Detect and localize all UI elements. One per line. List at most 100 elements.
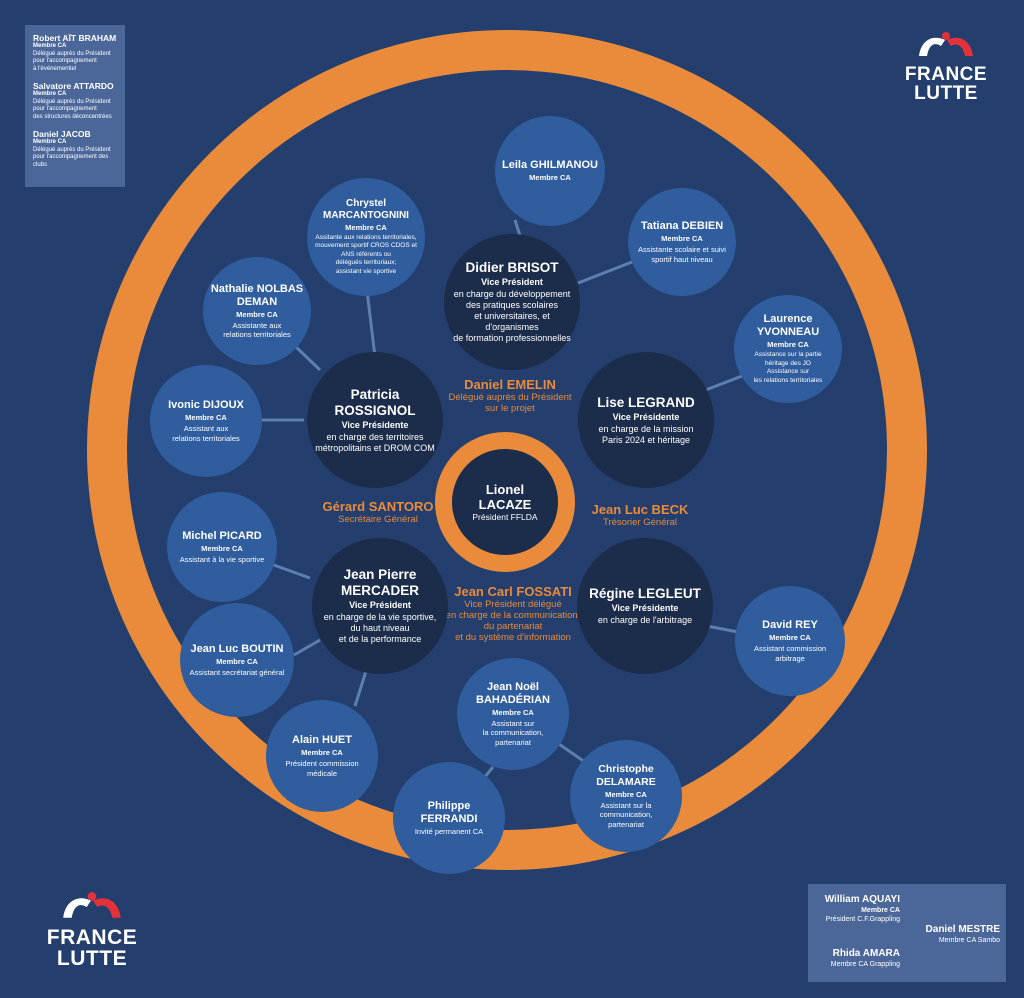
mestre-entry: Daniel MESTRE Membre CA Sambo bbox=[912, 924, 1000, 945]
node-nolbas: Nathalie NOLBAS DEMAN Membre CA Assistan… bbox=[203, 257, 311, 365]
delegate-name: Salvatore ATTARDO bbox=[33, 81, 114, 91]
ghilmanou-role: Membre CA bbox=[529, 173, 571, 182]
node-debien: Tatiana DEBIEN Membre CA Assistante scol… bbox=[628, 188, 736, 296]
delegate-entry: Daniel JACOB Membre CA Délégué auprès du… bbox=[33, 129, 117, 169]
nolbas-role: Membre CA bbox=[236, 309, 278, 319]
nolbas-name: Nathalie NOLBAS DEMAN bbox=[210, 282, 304, 308]
debien-desc: Assistante scolaire et suivi sportif hau… bbox=[638, 245, 726, 264]
connector-rossignol-nolbas bbox=[292, 343, 322, 372]
ferrandi-desc: Invité permanent CA bbox=[414, 826, 484, 836]
bahaderian-desc: Assistant sur la communication, partenar… bbox=[482, 718, 544, 747]
boutin-name: Jean Luc BOUTIN bbox=[190, 642, 284, 655]
bahaderian-role: Membre CA bbox=[492, 707, 534, 717]
aquayi-role: Membre CA bbox=[861, 907, 900, 914]
node-rossignol: Patricia ROSSIGNOL Vice Présidente en ch… bbox=[307, 352, 443, 488]
boutin-desc: Assistant secrétariat général bbox=[189, 667, 285, 677]
president-role: Président FFLDA bbox=[472, 511, 538, 522]
legrand-name: Lise LEGRAND bbox=[597, 394, 695, 410]
legleut-desc: en charge de l'arbitrage bbox=[597, 615, 693, 625]
emelin-name: Daniel EMELIN bbox=[464, 377, 556, 392]
mercader-desc: en charge de la vie sportive, du haut ni… bbox=[323, 612, 437, 644]
huet-role: Membre CA bbox=[301, 748, 343, 757]
node-legleut: Régine LEGLEUT Vice Présidente en charge… bbox=[577, 538, 713, 674]
label-emelin: Daniel EMELIN Délégué auprès du Présiden… bbox=[432, 377, 588, 414]
delegate-desc: Délégué auprès du Président pour l'accom… bbox=[33, 146, 111, 168]
delegate-name: Robert AÏT BRAHAM bbox=[33, 33, 117, 43]
legrand-desc: en charge de la mission Paris 2024 et hé… bbox=[598, 423, 694, 445]
beck-name: Jean Luc BECK bbox=[591, 502, 689, 517]
bahaderian-name: Jean Noël BAHADÉRIAN bbox=[476, 680, 550, 706]
legleut-name: Régine LEGLEUT bbox=[589, 586, 701, 601]
delegate-desc: Délégué auprès du Président pour l'accom… bbox=[33, 98, 112, 120]
delamare-name: Christophe DELAMARE bbox=[596, 762, 656, 788]
label-beck: Jean Luc BECK Trésorier Général bbox=[590, 502, 690, 528]
connector-mercader-huet bbox=[353, 667, 369, 707]
debien-name: Tatiana DEBIEN bbox=[640, 220, 724, 232]
center-core bbox=[452, 449, 558, 555]
label-santoro: Gérard SANTORO Secrétaire Général bbox=[318, 499, 438, 525]
specialties-box: William AQUAYI Membre CA Président C.F.G… bbox=[808, 884, 1006, 982]
wrestlers-icon bbox=[919, 32, 973, 56]
marcantognini-name: Chrystel MARCANTOGNINI bbox=[323, 197, 409, 221]
mestre-name: Daniel MESTRE bbox=[925, 924, 1000, 935]
dijoux-desc: Assistant aux relations territoriales bbox=[172, 424, 240, 443]
france-lutte-logo-bottom: FRANCE LUTTE bbox=[42, 890, 142, 969]
label-fossati: Jean Carl FOSSATI Vice Président délégué… bbox=[438, 584, 588, 643]
logo-word-lutte: LUTTE bbox=[914, 83, 978, 104]
node-yvonneau: Laurence YVONNEAU Membre CA Assistance s… bbox=[734, 295, 842, 403]
legrand-role: Vice Présidente bbox=[612, 411, 680, 422]
mercader-name: Jean Pierre MERCADER bbox=[340, 567, 419, 598]
logo-word-lutte: LUTTE bbox=[56, 947, 128, 970]
yvonneau-name: Laurence YVONNEAU bbox=[756, 313, 820, 338]
aquayi-name: William AQUAYI bbox=[824, 894, 900, 905]
brisot-desc: en charge du développement des pratiques… bbox=[453, 289, 571, 343]
fossati-name: Jean Carl FOSSATI bbox=[454, 584, 572, 599]
node-huet: Alain HUET Membre CA Président commissio… bbox=[266, 700, 378, 812]
mercader-role: Vice Président bbox=[349, 600, 411, 610]
picard-name: Michel PICARD bbox=[182, 529, 262, 542]
santoro-name: Gérard SANTORO bbox=[322, 499, 434, 514]
santoro-role: Secrétaire Général bbox=[338, 514, 418, 525]
amara-desc: Membre CA Grappling bbox=[830, 961, 900, 968]
connector-mercader-boutin bbox=[293, 638, 321, 657]
node-boutin: Jean Luc BOUTIN Membre CA Assistant secr… bbox=[180, 603, 294, 717]
connector-legrand-yvonneau bbox=[702, 374, 743, 393]
logo-word-france: FRANCE bbox=[904, 64, 988, 85]
node-president: Lionel LACAZE Président FFLDA bbox=[452, 449, 558, 555]
connector-bahaderian-delamare bbox=[555, 740, 586, 764]
beck-role: Trésorier Général bbox=[602, 517, 678, 528]
picard-role: Membre CA bbox=[201, 543, 243, 553]
rossignol-name: Patricia ROSSIGNOL bbox=[334, 386, 416, 418]
brisot-name: Didier BRISOT bbox=[465, 260, 559, 275]
fossati-role: Vice Président délégué en charge de la c… bbox=[445, 599, 581, 643]
ghilmanou-name: Leila GHILMANOU bbox=[502, 159, 598, 171]
rossignol-role: Vice Présidente bbox=[341, 419, 409, 430]
marcantognini-role: Membre CA bbox=[345, 222, 387, 232]
president-name: Lionel LACAZE bbox=[478, 481, 532, 512]
logo-word-france: FRANCE bbox=[46, 926, 138, 949]
dijoux-name: Ivonic DIJOUX bbox=[168, 399, 244, 411]
aquayi-desc: Président C.F.Grappling bbox=[825, 916, 900, 923]
rey-role: Membre CA bbox=[769, 633, 811, 642]
node-picard: Michel PICARD Membre CA Assistant à la v… bbox=[167, 492, 277, 602]
boutin-role: Membre CA bbox=[216, 656, 258, 666]
brisot-role: Vice Président bbox=[481, 277, 543, 287]
node-rey: David REY Membre CA Assistant commission… bbox=[735, 586, 845, 696]
node-mercader: Jean Pierre MERCADER Vice Président en c… bbox=[312, 538, 448, 674]
dijoux-role: Membre CA bbox=[185, 413, 227, 422]
aquayi-entry: William AQUAYI Membre CA Président C.F.G… bbox=[812, 894, 900, 924]
yvonneau-desc: Assistance sur la partie héritage des JO… bbox=[753, 351, 823, 384]
wrestlers-icon bbox=[63, 892, 121, 918]
node-legrand: Lise LEGRAND Vice Présidente en charge d… bbox=[578, 352, 714, 488]
rossignol-desc: en charge des territoires métropolitains… bbox=[315, 431, 435, 453]
debien-role: Membre CA bbox=[661, 234, 703, 243]
connector-legleut-rey bbox=[706, 624, 739, 634]
mestre-desc: Membre CA Sambo bbox=[938, 937, 1000, 944]
huet-desc: Président commission médicale bbox=[285, 759, 359, 778]
amara-entry: Rhida AMARA Membre CA Grappling bbox=[812, 948, 900, 969]
delamare-role: Membre CA bbox=[605, 789, 647, 799]
delegate-entry: Robert AÏT BRAHAM Membre CA Délégué aupr… bbox=[33, 33, 117, 73]
delegate-role: Membre CA bbox=[33, 43, 67, 49]
france-lutte-logo-top: FRANCE LUTTE bbox=[900, 30, 992, 103]
